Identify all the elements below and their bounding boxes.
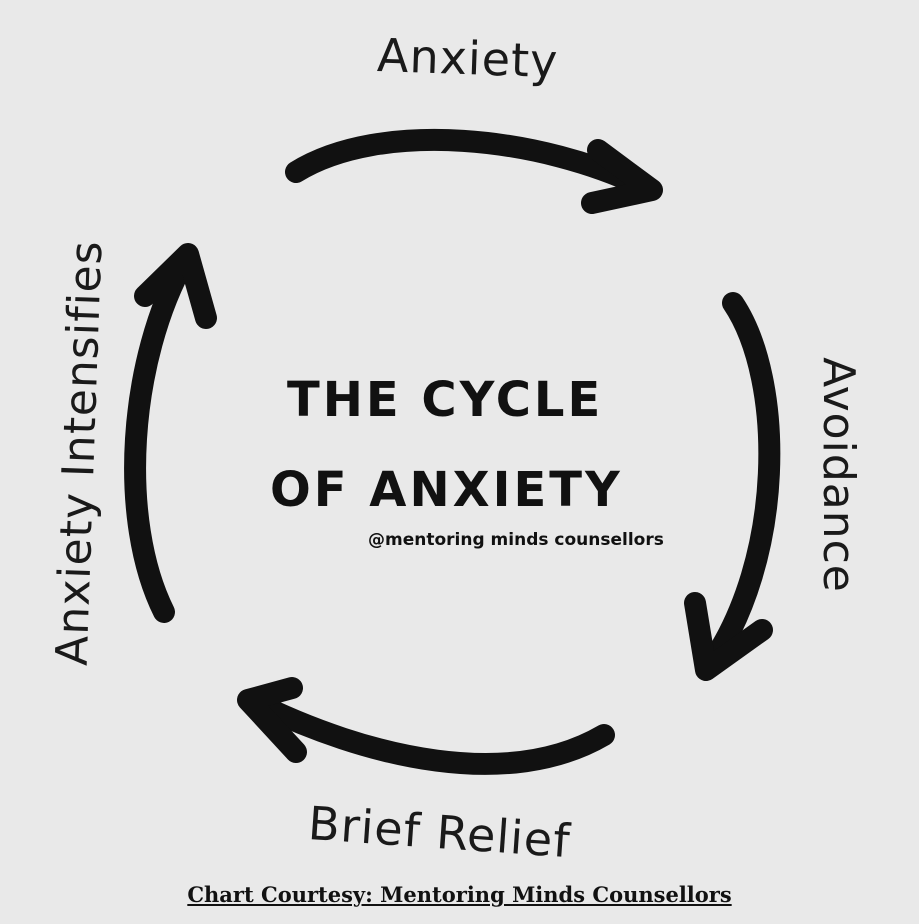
arrow-anxiety-to-avoidance	[285, 129, 661, 201]
chart-credit: Chart Courtesy: Mentoring Minds Counsell…	[187, 882, 732, 907]
arrow-intensifies-to-anxiety-head	[134, 243, 217, 329]
stage-label-anxiety: Anxiety	[376, 28, 560, 89]
stage-label-avoidance: Avoidance	[813, 357, 864, 593]
arrow-intensifies-to-anxiety	[124, 247, 197, 623]
arrow-avoidance-to-brief-relief-head	[684, 592, 773, 681]
arrow-brief-relief-to-intensifies	[239, 689, 615, 775]
diagram-title-line-1: THE CYCLE	[287, 372, 604, 428]
author-handle: @mentoring minds counsellors	[368, 530, 664, 550]
arrow-brief-relief-to-intensifies-head	[237, 677, 307, 763]
arrow-avoidance-to-brief-relief	[697, 292, 781, 679]
arrow-anxiety-to-avoidance-head	[581, 139, 663, 214]
diagram-title-line-2: OF ANXIETY	[270, 462, 623, 518]
